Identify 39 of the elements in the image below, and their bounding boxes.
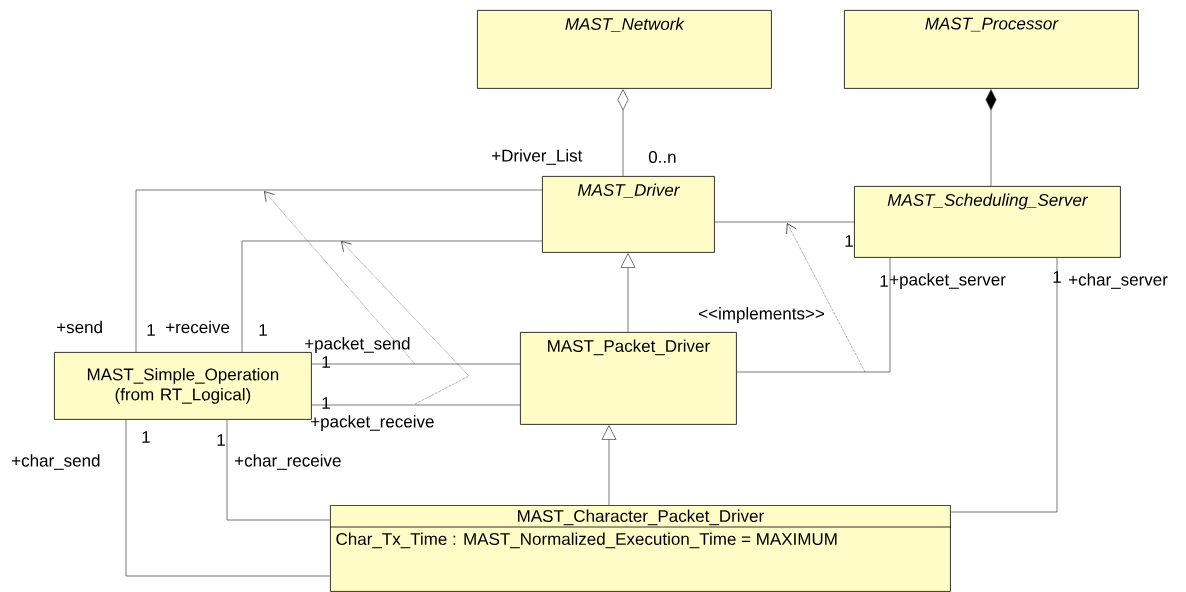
role-name: +packet_receive xyxy=(311,415,434,431)
multiplicity: 1 xyxy=(147,324,155,336)
association-line xyxy=(714,221,855,223)
association-line xyxy=(311,404,521,406)
role-name: +Driver_List xyxy=(492,149,583,165)
multiplicity: 1 xyxy=(322,356,330,368)
class-box: MAST_Character_Packet_Driver Char_Tx_Time : MAST_Normalized_Execution_Time = MAXIMUM xyxy=(329,505,952,592)
multiplicity: 1 xyxy=(322,397,330,409)
multiplicity: 1 xyxy=(217,434,225,446)
association-line xyxy=(125,419,331,577)
multiplicity: 1 xyxy=(845,235,853,247)
role-name: +char_receive xyxy=(235,454,341,470)
class-box: MAST_Scheduling_Server xyxy=(854,186,1121,258)
class-box: MAST_Packet_Driver xyxy=(520,332,737,425)
multiplicity: 1 xyxy=(1053,271,1061,283)
generalization-arrow xyxy=(620,253,636,333)
role-name: +send xyxy=(57,320,102,334)
association-line xyxy=(241,240,543,353)
multiplicity: 1 xyxy=(142,431,150,443)
association-line xyxy=(311,363,521,365)
role-name: +char_send xyxy=(12,454,100,470)
multiplicity: 1 xyxy=(259,324,267,336)
role-name: +packet_server xyxy=(890,273,1006,289)
class-box: MAST_Processor xyxy=(844,10,1139,89)
multiplicity: 1 xyxy=(880,275,888,287)
aggregation-line xyxy=(617,89,629,177)
role-name: +receive xyxy=(166,320,230,334)
aggregation-line xyxy=(985,89,997,187)
role-name: +char_server xyxy=(1069,273,1168,289)
association-line xyxy=(226,419,331,521)
class-box: MAST_Network xyxy=(477,10,772,89)
association-line xyxy=(950,257,1058,513)
class-box: MAST_Simple_Operation (from RT_Logical) xyxy=(54,352,312,420)
association-line xyxy=(135,189,543,353)
association-line xyxy=(736,257,891,373)
generalization-arrow xyxy=(601,425,617,506)
stereotype-label: <<implements>> xyxy=(699,307,824,323)
role-name: +packet_send xyxy=(305,337,410,353)
class-box: MAST_Driver xyxy=(542,176,715,253)
